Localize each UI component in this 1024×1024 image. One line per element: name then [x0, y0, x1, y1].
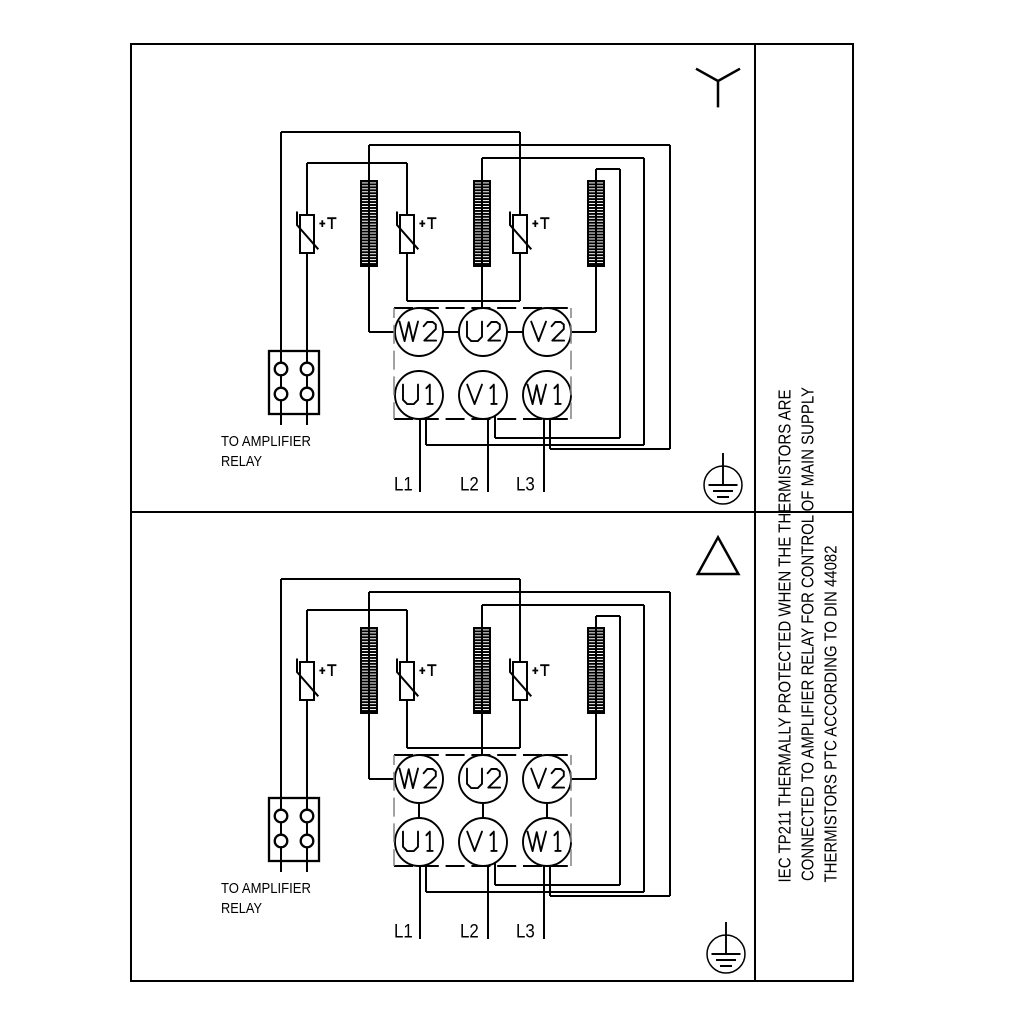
svg-text:THERMISTORS PTC ACCORDING TO D: THERMISTORS PTC ACCORDING TO DIN 44082 [821, 546, 841, 883]
svg-text:IEC TP211 THERMALLY PROTECTED: IEC TP211 THERMALLY PROTECTED WHEN THE T… [775, 390, 795, 883]
svg-text:CONNECTED TO AMPLIFIER RELAY F: CONNECTED TO AMPLIFIER RELAY FOR CONTROL… [798, 387, 818, 881]
